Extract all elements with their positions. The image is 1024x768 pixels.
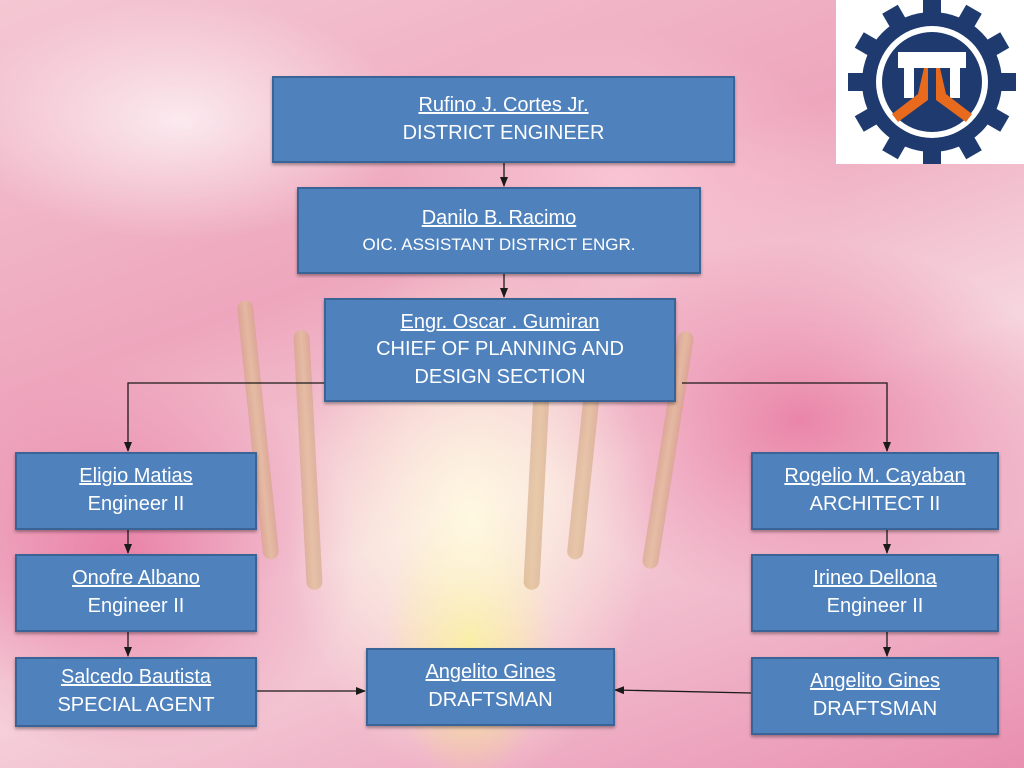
node-name: Engr. Oscar . Gumiran: [400, 310, 600, 333]
node-title: OIC. ASSISTANT DISTRICT ENGR.: [362, 234, 636, 254]
gear-agency-seal-icon: [848, 0, 1016, 166]
node-title: Engineer II: [87, 493, 185, 515]
connector-angelito-right-to-center: [614, 686, 752, 695]
node-title-line-1: CHIEF OF PLANNING AND: [376, 338, 624, 361]
node-chief-planning-design: Engr. Oscar . Gumiran CHIEF OF PLANNING …: [324, 298, 676, 402]
node-district-engineer: Rufino J. Cortes Jr. DISTRICT ENGINEER: [272, 76, 735, 163]
node-title-line-2: DESIGN SECTION: [414, 365, 586, 388]
connector-chief-to-rogelio: [682, 382, 891, 452]
node-angelito-gines-right: Angelito Gines DRAFTSMAN: [751, 657, 999, 735]
node-eligio-matias: Eligio Matias Engineer II: [15, 452, 257, 530]
agency-logo: [836, 0, 1024, 166]
node-salcedo-bautista: Salcedo Bautista SPECIAL AGENT: [15, 657, 257, 727]
node-name: Danilo B. Racimo: [421, 206, 577, 229]
node-title: SPECIAL AGENT: [57, 694, 215, 716]
connector-chief-to-eligio: [124, 382, 330, 452]
node-title: Engineer II: [826, 595, 924, 617]
node-name: Salcedo Bautista: [60, 666, 212, 689]
node-title: Engineer II: [87, 595, 185, 617]
node-name: Onofre Albano: [72, 567, 200, 590]
node-name: Angelito Gines: [425, 661, 556, 684]
node-name: Irineo Dellona: [813, 567, 937, 590]
node-title: DISTRICT ENGINEER: [402, 121, 605, 144]
node-name: Eligio Matias: [79, 465, 193, 488]
node-angelito-gines-center: Angelito Gines DRAFTSMAN: [366, 648, 615, 726]
node-name: Rufino J. Cortes Jr.: [418, 93, 589, 116]
node-irineo-dellona: Irineo Dellona Engineer II: [751, 554, 999, 632]
node-title: ARCHITECT II: [809, 493, 941, 515]
node-name: Angelito Gines: [809, 670, 941, 693]
node-onofre-albano: Onofre Albano Engineer II: [15, 554, 257, 632]
node-assistant-district-engineer: Danilo B. Racimo OIC. ASSISTANT DISTRICT…: [297, 187, 701, 274]
node-name: Rogelio M. Cayaban: [784, 465, 966, 488]
node-title: DRAFTSMAN: [428, 689, 553, 711]
node-rogelio-cayaban: Rogelio M. Cayaban ARCHITECT II: [751, 452, 999, 530]
node-title: DRAFTSMAN: [812, 698, 938, 720]
